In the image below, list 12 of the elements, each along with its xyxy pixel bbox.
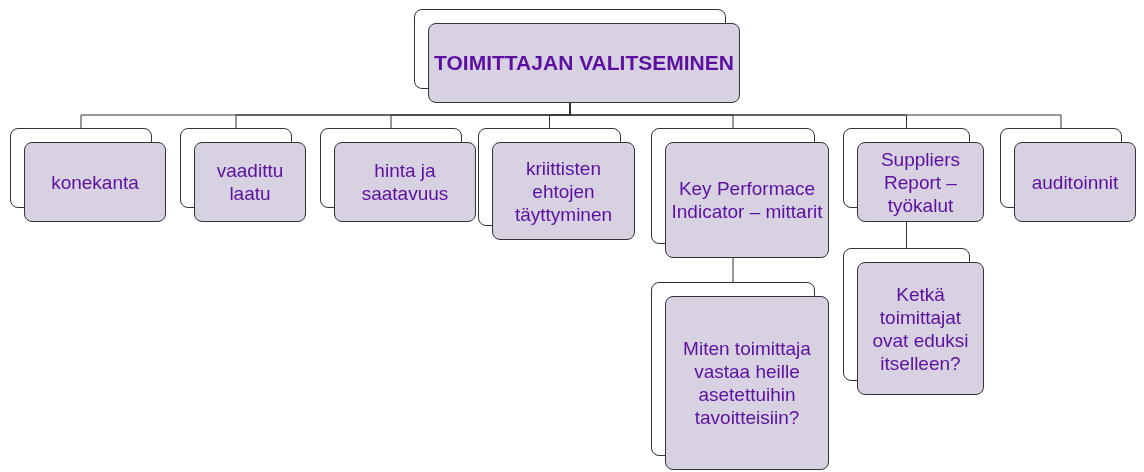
connector-line (732, 257, 734, 283)
node-text: konekanta (51, 170, 139, 194)
node-text: Key Performace Indicator – mittarit (670, 177, 824, 223)
node-text: Suppliers Report – työkalut (879, 147, 962, 217)
node-text: auditoinnit (1031, 170, 1119, 194)
node-text: hinta ja saatavuus (360, 159, 450, 205)
node-text: TOIMITTAJAN VALITSEMINEN (434, 50, 734, 76)
node-text: Miten toimittaja vastaa heille asetettuihin tavoitteisiin? (682, 337, 812, 429)
node-text: Ketkä toimittajat ovat eduksi itselleen? (871, 282, 970, 375)
node-text: vaadittu laatu (215, 159, 285, 205)
node-text: kriittisten ehtojen täyttyminen (513, 156, 614, 226)
connector-line (906, 221, 907, 249)
